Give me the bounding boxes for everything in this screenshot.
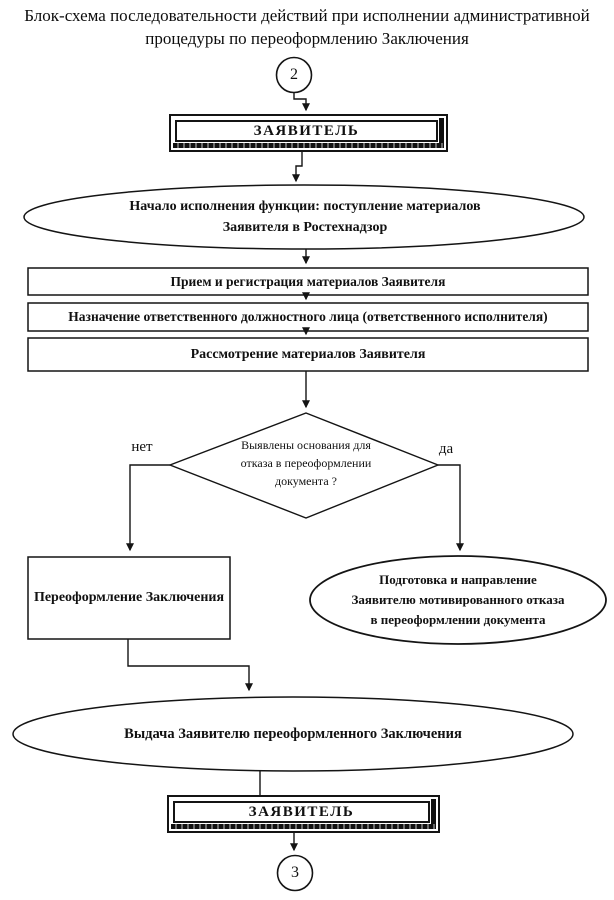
start-connector-label: 2 [290, 66, 298, 83]
step-review-label: Рассмотрение материалов Заявителя [190, 346, 426, 362]
step-receive-label: Прием и регистрация материалов Заявителя [170, 273, 446, 289]
applicant-top-label: ЗАЯВИТЕЛЬ [175, 120, 438, 142]
decision-diamond [168, 412, 440, 519]
frame-shadow-right [439, 118, 444, 148]
connector-reissue-to-issue-event [127, 639, 253, 692]
branch-yes-label: да [438, 441, 454, 457]
refusal-event-ellipse [309, 555, 607, 645]
issue-event-label: Выдача Заявителю переоформленного Заключ… [124, 725, 462, 742]
frame-shadow-bottom [171, 824, 436, 829]
connector-start-to-applicant [293, 93, 310, 112]
start-connector-circle [275, 56, 313, 94]
end-connector-label: 3 [291, 864, 299, 881]
applicant-top-box: ЗАЯВИТЕЛЬ [169, 114, 448, 152]
end-connector-circle [276, 854, 314, 892]
step-reissue-label: Переоформление Заключения [33, 590, 225, 605]
connector-decision-no-branch [126, 464, 170, 552]
frame-shadow-right [431, 799, 436, 829]
step-receive-rect [27, 267, 589, 296]
step-assign-label: Назначение ответственного должностного л… [68, 309, 548, 324]
refusal-event-label: Подготовка и направление Заявителю мотив… [351, 571, 565, 628]
applicant-bottom-box: ЗАЯВИТЕЛЬ [167, 795, 440, 833]
step-assign-rect [27, 302, 589, 332]
decision-label: Выявлены основания для отказа в переофор… [240, 438, 372, 488]
connector-decision-yes-branch [438, 464, 464, 552]
issue-event-ellipse [12, 696, 574, 772]
applicant-bottom-label: ЗАЯВИТЕЛЬ [173, 801, 430, 823]
page-title: Блок-схема последовательности действий п… [24, 6, 590, 48]
connector-applicant-to-start-event [292, 152, 303, 183]
step-review-rect [27, 337, 589, 372]
frame-shadow-bottom [173, 143, 444, 148]
branch-no-label: нет [131, 439, 153, 455]
step-reissue-rect [27, 556, 231, 640]
start-event-label: Начало исполнения функции: поступление м… [129, 199, 481, 235]
start-event-ellipse [23, 184, 585, 250]
